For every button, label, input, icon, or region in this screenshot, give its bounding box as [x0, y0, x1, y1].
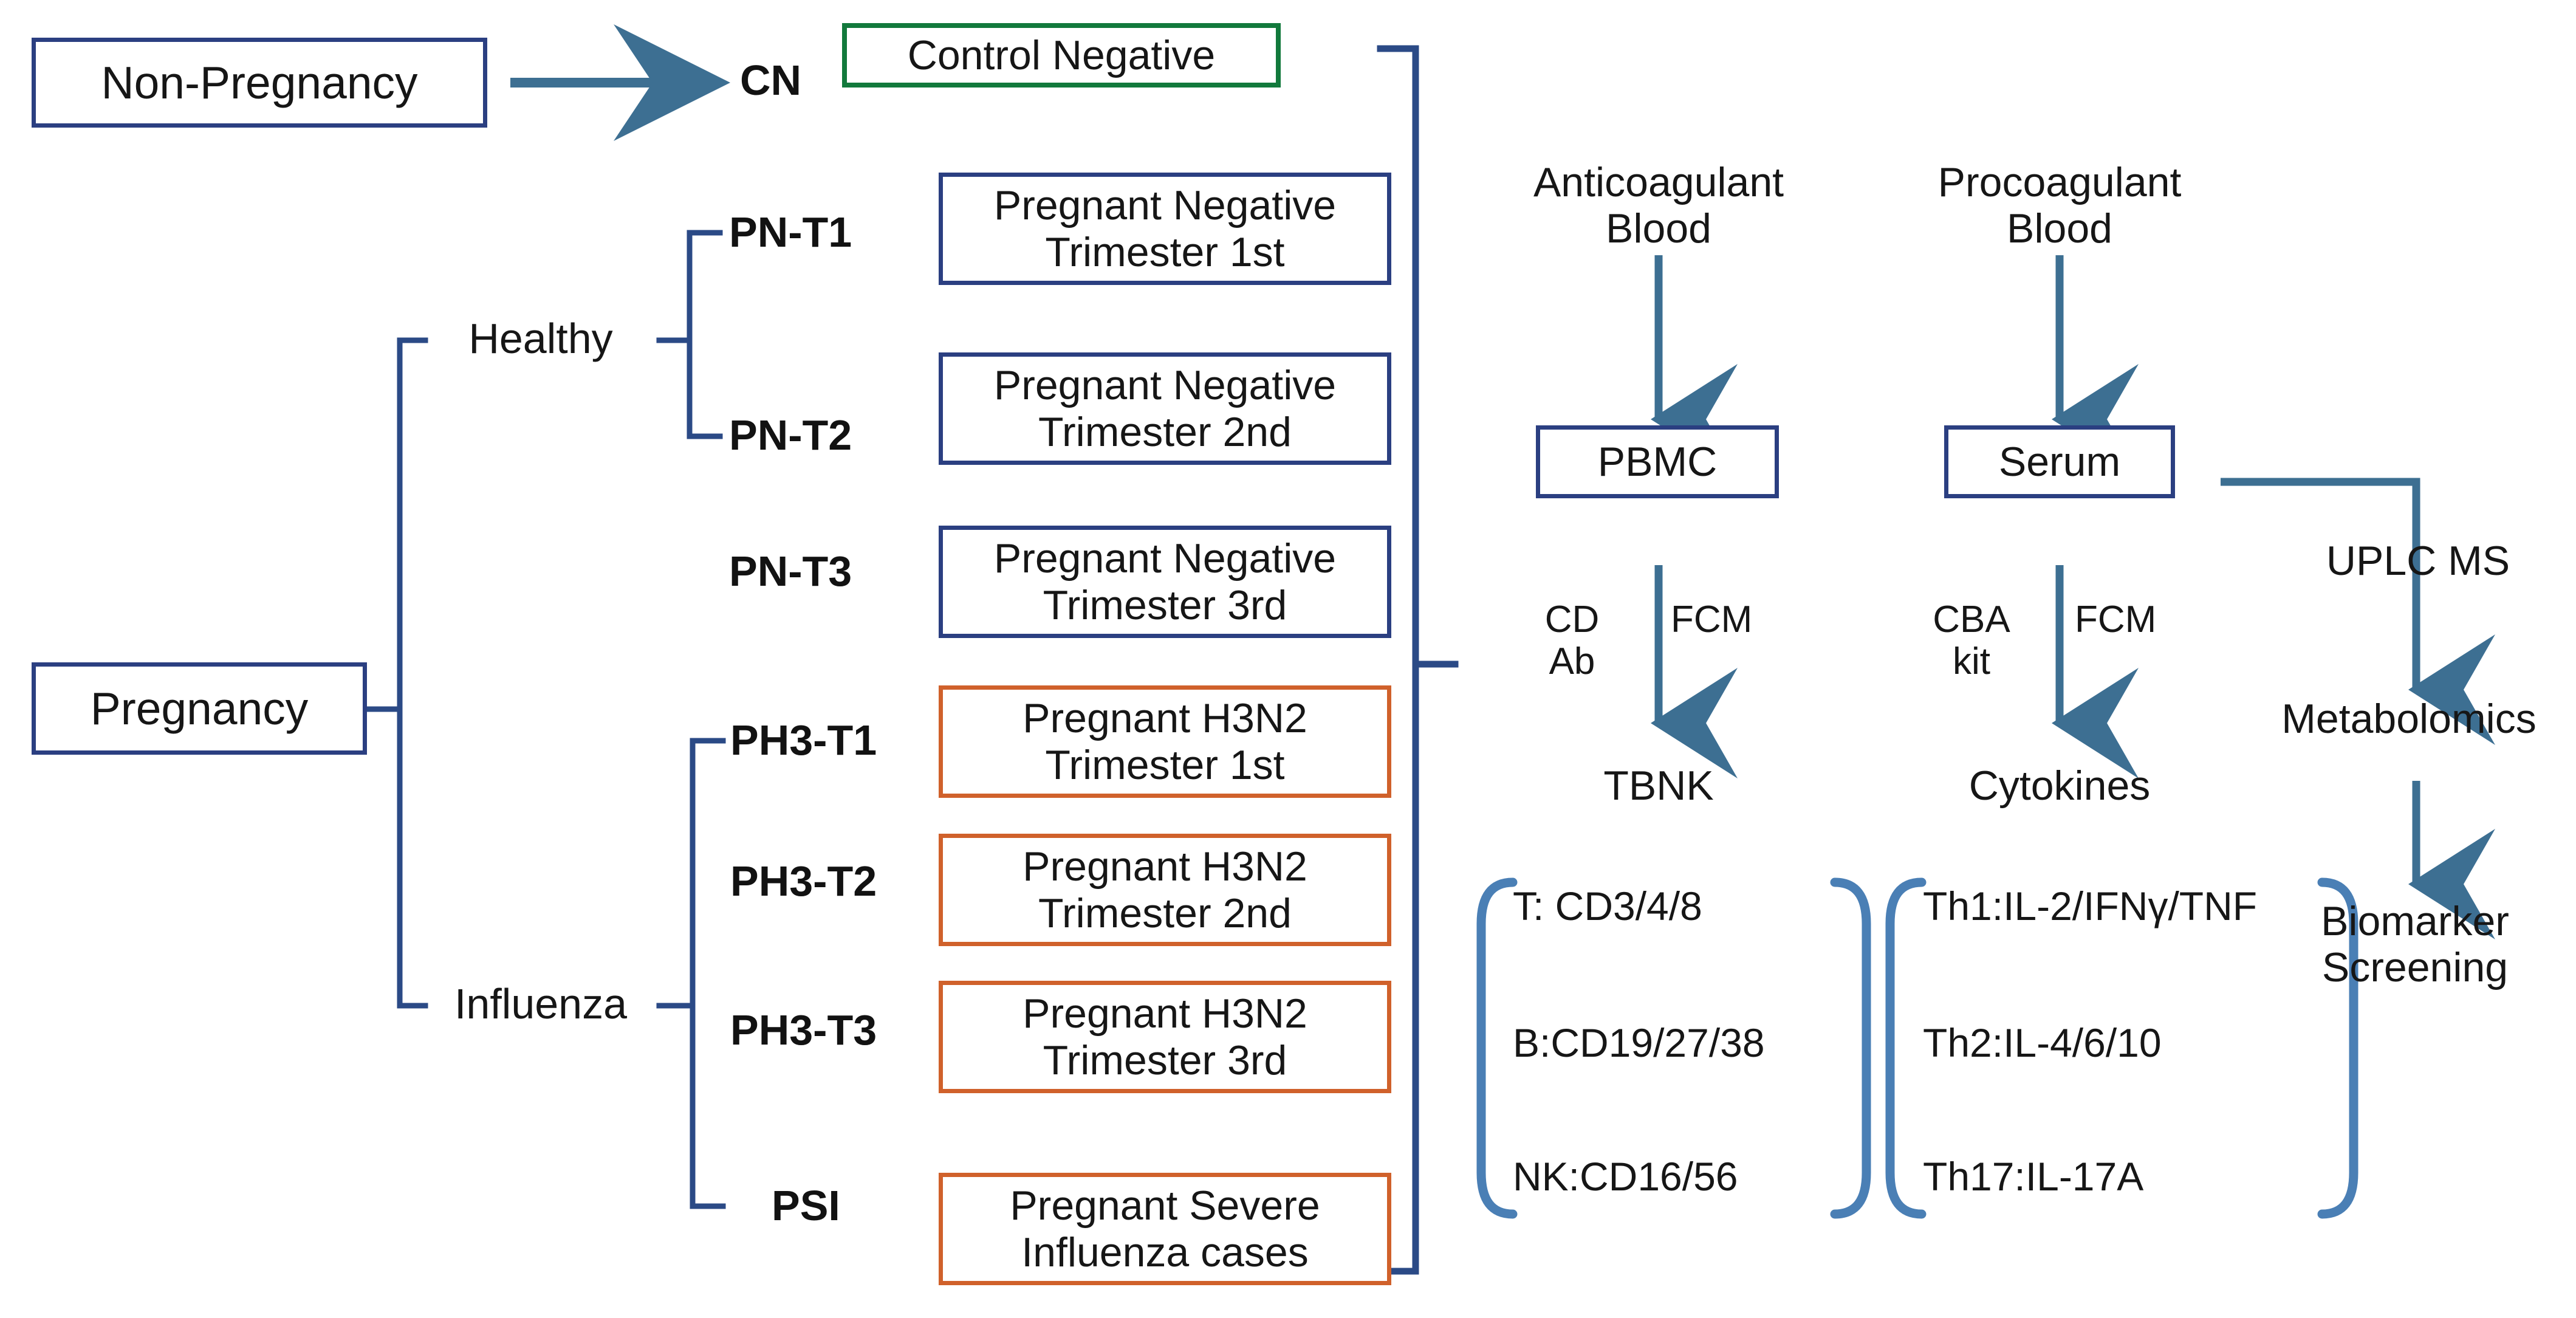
- group-code-ph3-t2: PH3-T2: [730, 857, 877, 905]
- arrow-serum-to-metabolomics: [2221, 478, 2495, 745]
- panel-item-nk-cells: NK:CD16/56: [1513, 1154, 1738, 1199]
- group-code-psi: PSI: [772, 1182, 840, 1229]
- group-box-pn-t1[interactable]: Pregnant Negative Trimester 1st: [939, 173, 1391, 285]
- group-code-cn: CN: [740, 57, 802, 104]
- group-code-pn-t1: PN-T1: [729, 208, 852, 256]
- root-box-non-pregnancy[interactable]: Non-Pregnancy: [32, 38, 487, 128]
- branch-label-healthy: Healthy: [468, 315, 613, 362]
- product-box-serum[interactable]: Serum: [1944, 425, 2175, 498]
- assay-method-uplc-ms: UPLC MS: [2326, 538, 2510, 584]
- outcome-label-biomarker-screening: Biomarker Screening: [2321, 898, 2509, 991]
- panel-item-th2: Th2:IL-4/6/10: [1923, 1020, 2162, 1065]
- tree-healthy-split: [656, 230, 723, 439]
- panel-item-b-cells: B:CD19/27/38: [1513, 1020, 1765, 1065]
- group-code-pn-t2: PN-T2: [729, 411, 852, 459]
- group-box-ph3-t3[interactable]: Pregnant H3N2 Trimester 3rd: [939, 981, 1391, 1093]
- assay-reagent-cba-kit: CBA kit: [1933, 599, 2010, 683]
- root-box-pregnancy[interactable]: Pregnancy: [32, 662, 367, 755]
- group-code-ph3-t1: PH3-T1: [730, 716, 877, 764]
- group-box-psi[interactable]: Pregnant Severe Influenza cases: [939, 1173, 1391, 1285]
- assay-method-fcm-cytokines: FCM: [2075, 599, 2157, 640]
- product-box-pbmc[interactable]: PBMC: [1536, 425, 1779, 498]
- group-box-ph3-t1[interactable]: Pregnant H3N2 Trimester 1st: [939, 685, 1391, 798]
- panel-item-th1: Th1:IL-2/IFNγ/TNF: [1923, 884, 2258, 928]
- assay-reagent-cd-ab: CD Ab: [1544, 599, 1600, 683]
- tree-pregnancy-split: [365, 337, 428, 1009]
- readout-label-tbnk: TBNK: [1603, 763, 1714, 809]
- tree-influenza-split: [656, 738, 726, 1209]
- sample-label-anticoagulant-blood: Anticoagulant Blood: [1533, 159, 1784, 252]
- group-code-pn-t3: PN-T3: [729, 547, 852, 595]
- group-box-pn-t3[interactable]: Pregnant Negative Trimester 3rd: [939, 526, 1391, 638]
- panel-item-th17: Th17:IL-17A: [1923, 1154, 2144, 1199]
- group-box-cn[interactable]: Control Negative: [842, 23, 1281, 88]
- readout-label-metabolomics: Metabolomics: [2281, 696, 2537, 742]
- panel-item-t-cells: T: CD3/4/8: [1513, 884, 1702, 928]
- sample-label-procoagulant-blood: Procoagulant Blood: [1937, 159, 2182, 252]
- group-box-ph3-t2[interactable]: Pregnant H3N2 Trimester 2nd: [939, 834, 1391, 946]
- branch-label-influenza: Influenza: [454, 980, 628, 1028]
- group-box-pn-t2[interactable]: Pregnant Negative Trimester 2nd: [939, 352, 1391, 465]
- cohort-group-brace: [1377, 45, 1459, 1275]
- readout-label-cytokines: Cytokines: [1968, 763, 2151, 809]
- assay-method-fcm-tbnk: FCM: [1671, 599, 1753, 640]
- group-code-ph3-t3: PH3-T3: [730, 1006, 877, 1054]
